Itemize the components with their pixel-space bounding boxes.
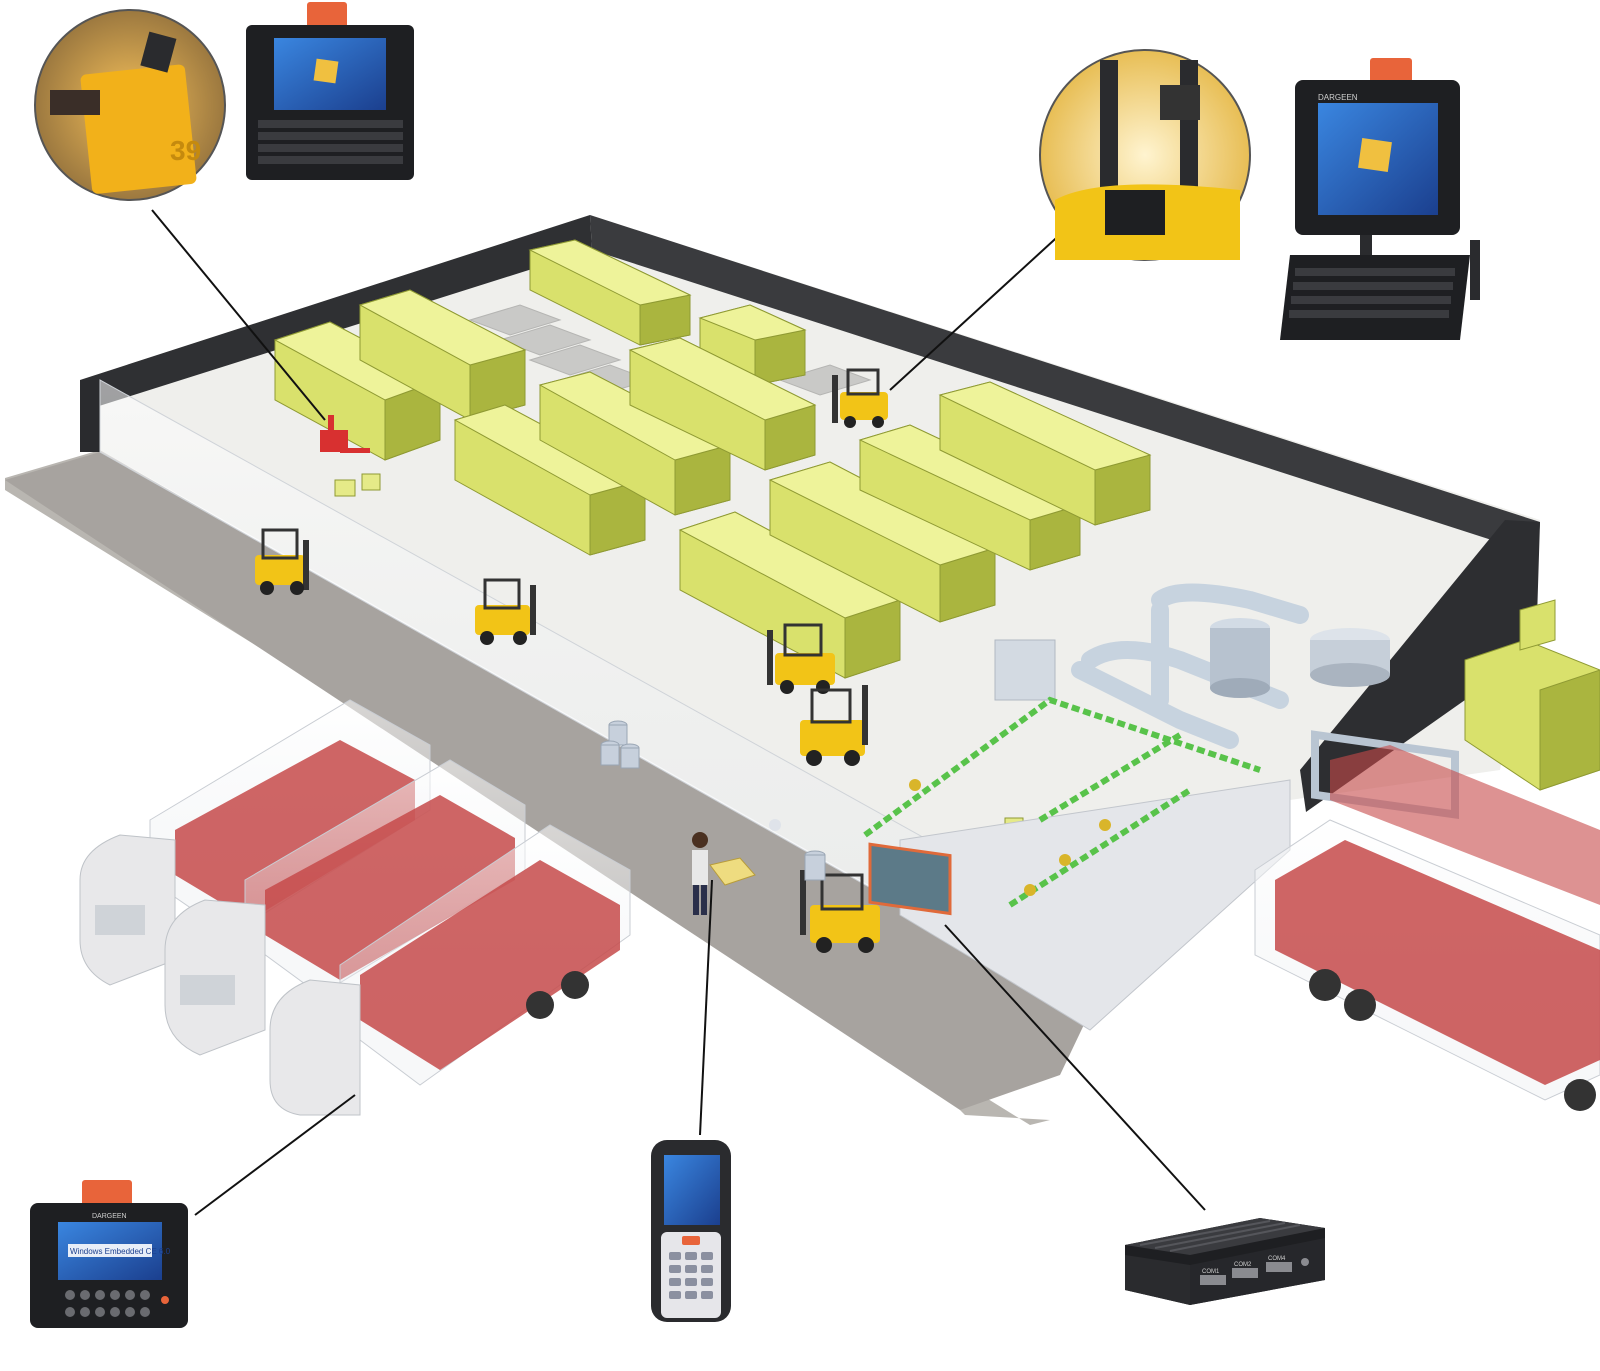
fanless-box-pc-icon: COM1 COM2 COM4 [1125,1218,1325,1305]
processing-area [863,583,1459,1031]
conveyor-lines [863,696,1261,908]
pallet-block-outside [1464,599,1600,791]
worker-small [769,819,781,831]
forklifts [255,368,888,953]
callout-line-pallet-jack [151,209,326,421]
callout-line-wall-panel [944,924,1206,1211]
forklift-1 [255,528,309,595]
tanks [1210,618,1390,698]
brand-label-keypad: DARGEEN [92,1213,127,1220]
pallet-jack-red [320,415,370,453]
pallet-block-11 [938,381,1152,526]
pallet-block-10 [858,424,1082,571]
callout-lines [151,209,1206,1216]
pallet-block-8 [678,511,902,679]
press-machine [994,639,1056,701]
port-label-1: COM1 [1202,1269,1220,1275]
pallet-block-2 [358,289,527,421]
port-label-3: COM4 [1268,1256,1286,1262]
trucks [79,699,1600,1116]
os-label: Windows Embedded CE 6.0 [70,1247,171,1256]
handheld-scanner-icon [651,1140,731,1322]
truck-3 [269,824,631,1116]
left-wall [80,380,100,452]
back-wall-right [590,215,1540,555]
forklift-2 [475,578,536,645]
forklift-6 [800,870,880,953]
vehicle-terminal-arm-icon: DARGEEN [1280,58,1480,340]
forklift-3 [832,368,888,428]
port-label-2: COM2 [1234,1262,1252,1268]
svg-text:39: 39 [170,135,201,166]
vehicle-terminal-keypad-icon: DARGEEN Windows Embedded CE 6.0 [30,1180,188,1328]
pallet-block-3 [528,239,692,346]
worker-with-handheld [692,832,756,915]
conveyor-workers [909,779,1111,896]
back-wall-left [80,215,592,412]
processing-room-wall [899,779,1291,1031]
forklift-5 [800,685,868,766]
pipe-network [1071,583,1309,749]
pallet-block-9 [768,461,997,623]
callout-line-worker [699,879,713,1136]
zoom-circle-forklift-cab [1039,49,1251,261]
wall-display-panel [868,842,952,916]
vehicle-terminal-keyboard-icon [246,2,414,180]
truck-2 [164,759,526,1056]
zoom-circle-pallet-jack: 39 [34,9,226,201]
pallet-stacks [273,239,1600,943]
brand-label-arm: DARGEEN [1318,93,1358,102]
barrels [600,720,826,881]
truck-1 [79,699,431,986]
truck-4 [1254,745,1600,1111]
callout-line-truck [194,1094,356,1216]
callout-line-forklift [889,229,1066,391]
pallet-block-7 [628,337,817,471]
